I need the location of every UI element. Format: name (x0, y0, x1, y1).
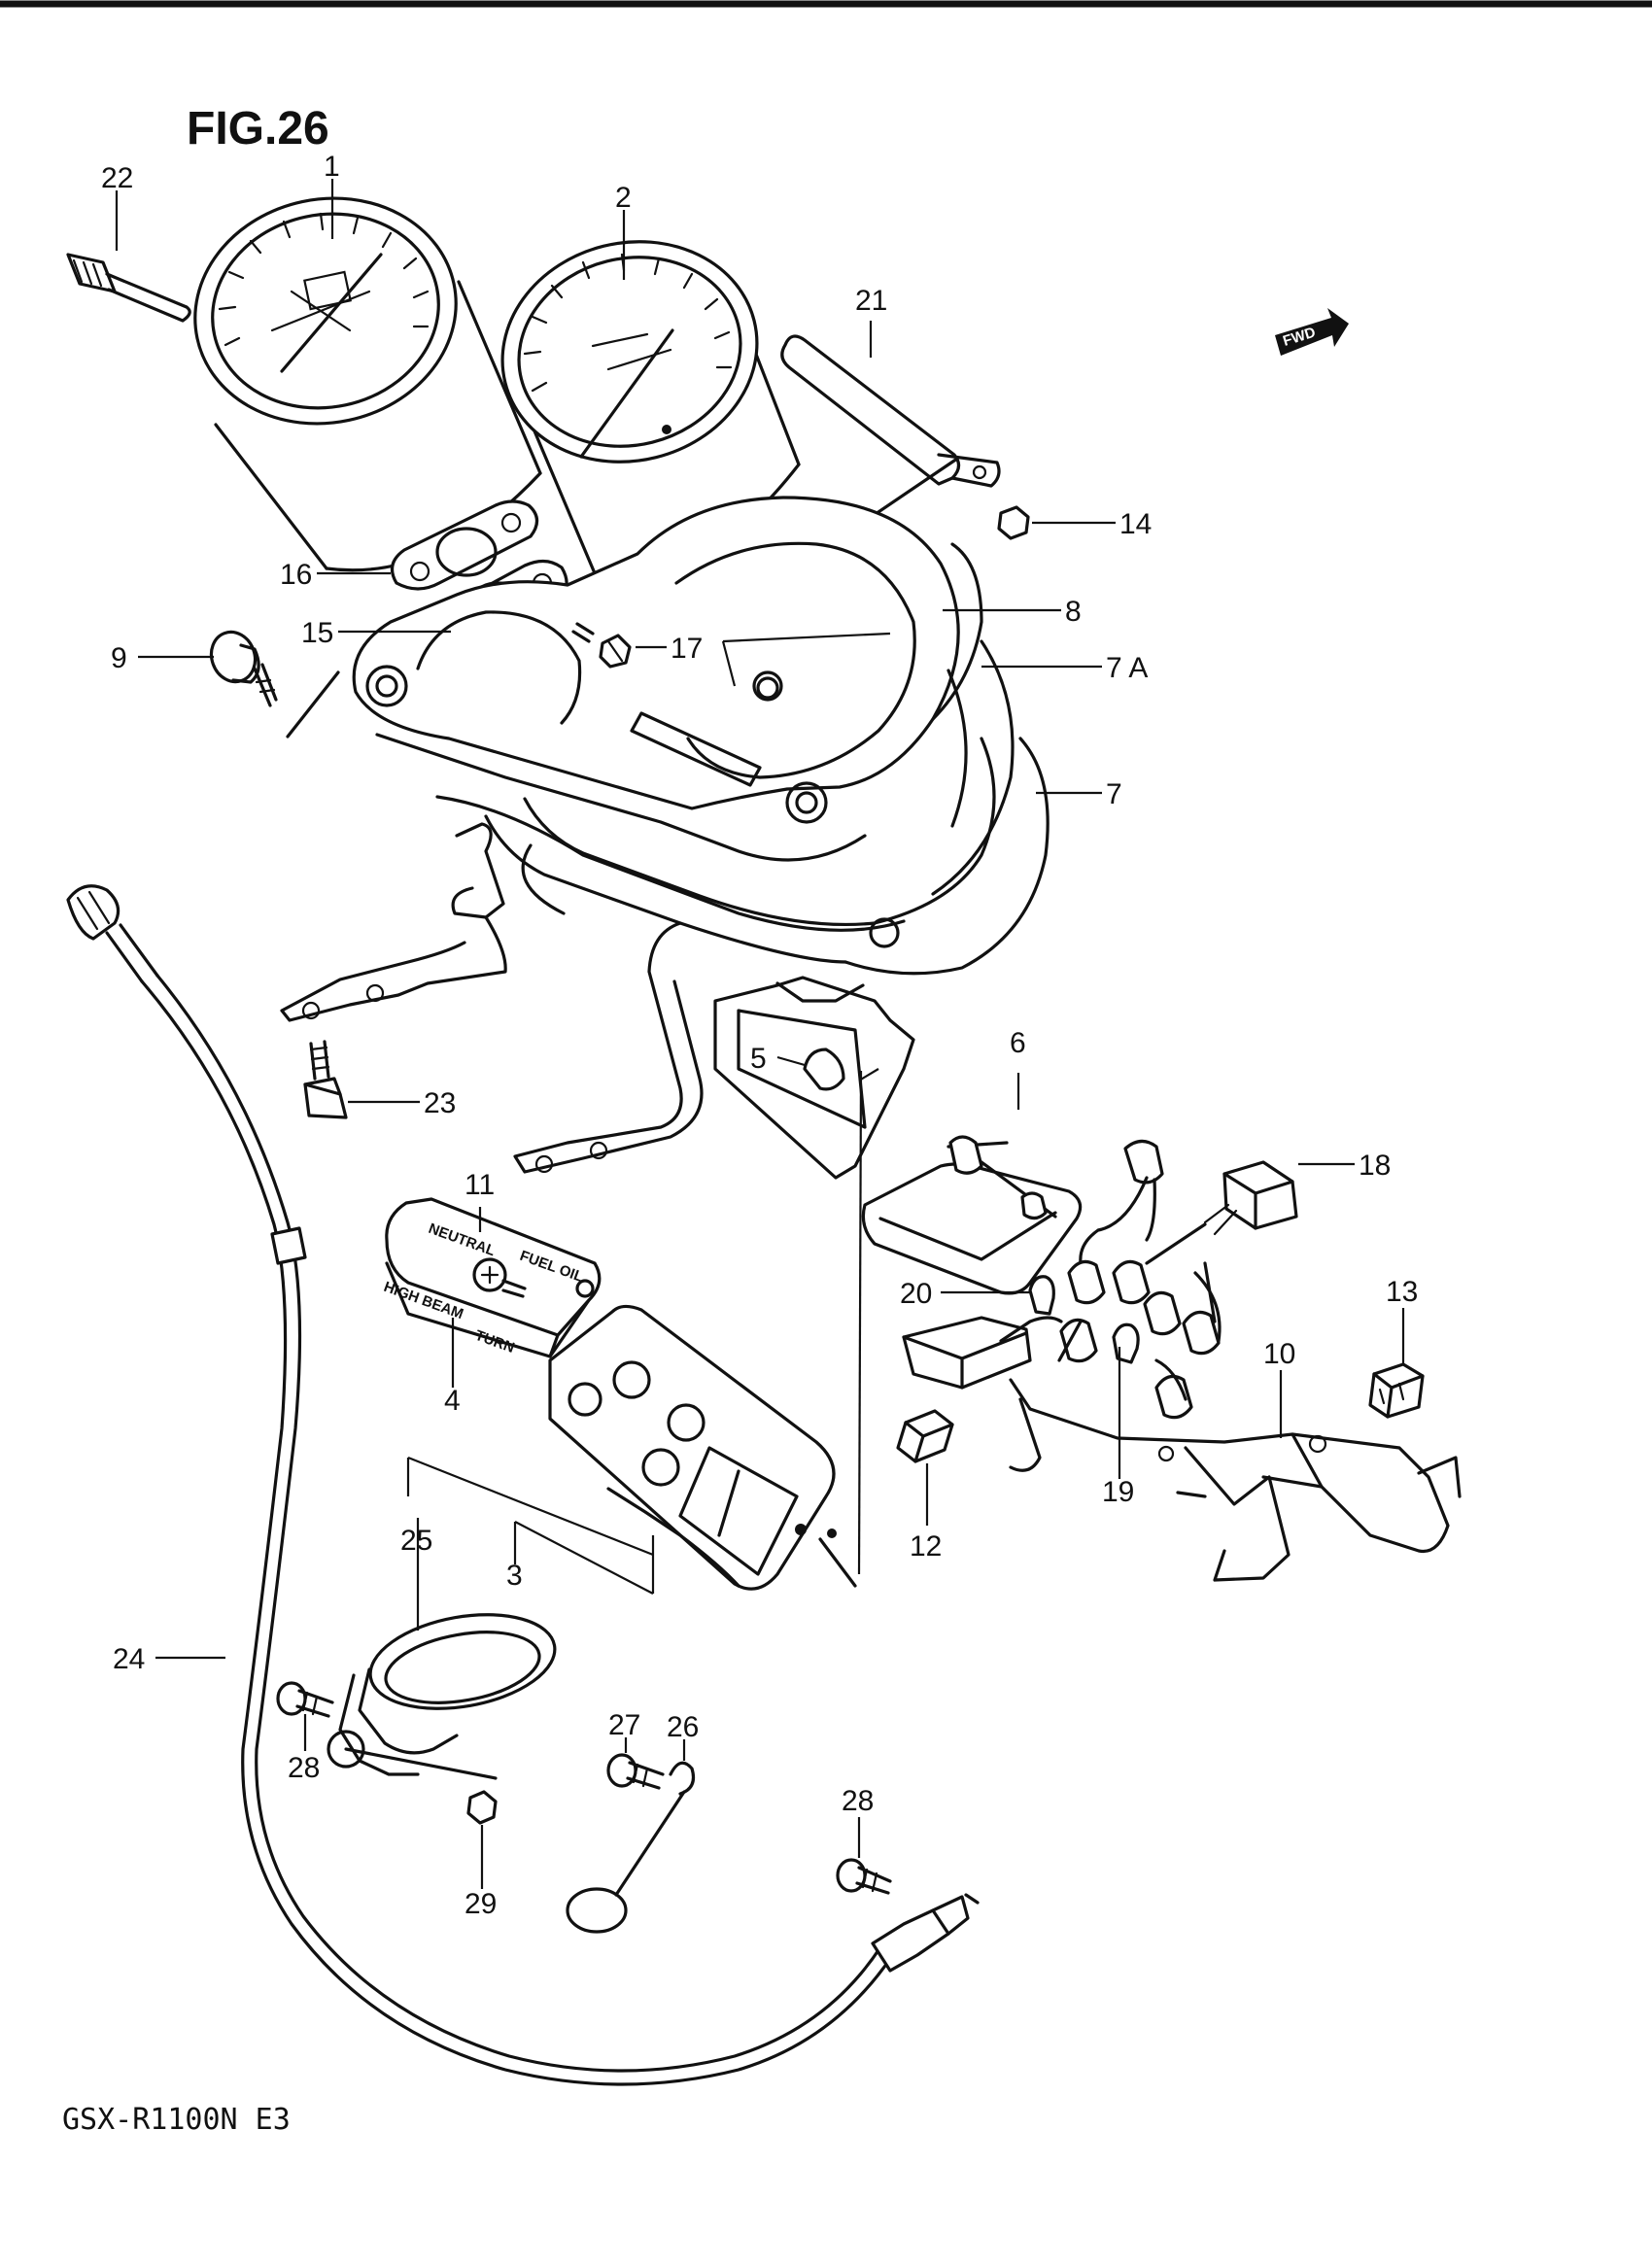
callout-7a: 7 A (1106, 652, 1148, 684)
callout-22: 22 (101, 162, 133, 194)
part-7a-case-inner (435, 639, 1015, 932)
callout-6: 6 (1010, 1027, 1026, 1059)
part-28-screw-b (836, 1858, 892, 1895)
part-9-knob (209, 630, 340, 738)
leader-lines (115, 179, 1405, 1889)
callout-24: 24 (113, 1643, 145, 1675)
part-14-nut (997, 505, 1030, 540)
part-13-connector (1368, 1362, 1425, 1419)
callout-7: 7 (1106, 778, 1122, 810)
harness-connector-block (902, 1316, 1063, 1390)
callout-23: 23 (424, 1087, 456, 1119)
callout-25: 25 (400, 1525, 432, 1557)
callout-27: 27 (608, 1709, 640, 1741)
callout-18: 18 (1359, 1150, 1391, 1182)
callout-1: 1 (324, 151, 340, 183)
callout-12: 12 (910, 1530, 942, 1563)
callout-2: 2 (615, 182, 632, 214)
part-4-indicator-panel: NEUTRAL FUEL OIL HIGH BEAM TURN (382, 1197, 602, 1358)
part-3-lens-block (548, 1304, 857, 1591)
callout-4: 4 (444, 1385, 461, 1417)
callout-16: 16 (280, 559, 312, 591)
part-22-cable-fitting (66, 253, 191, 323)
callout-labels: 22 1 2 21 14 16 15 9 17 8 7 A 7 23 5 6 1… (101, 151, 1418, 1920)
callout-15: 15 (301, 617, 333, 649)
part-7-case-base (484, 737, 1050, 976)
meter-bracket (280, 822, 704, 1174)
part-29-nut (466, 1790, 498, 1825)
callout-26: 26 (667, 1711, 699, 1743)
callout-13: 13 (1386, 1276, 1418, 1308)
fwd-arrow-icon: FWD (1275, 308, 1349, 356)
callout-11: 11 (465, 1169, 495, 1201)
callout-8: 8 (1065, 596, 1082, 628)
callout-20: 20 (900, 1278, 932, 1310)
part-24-meter-cable (66, 884, 980, 2086)
part-6-lamp-holder (861, 1135, 1083, 1295)
label-turn: TURN (473, 1327, 517, 1357)
callout-10: 10 (1263, 1338, 1295, 1370)
part-10-bracket (1009, 1378, 1462, 1582)
callout-17: 17 (671, 633, 703, 665)
callout-5: 5 (750, 1043, 767, 1075)
part-1-tachometer (193, 196, 542, 572)
callout-9: 9 (111, 642, 127, 674)
part-26-washer (566, 1761, 696, 1934)
figure-title: FIG.26 (187, 103, 329, 155)
part-indicator-base (713, 976, 915, 1180)
part-17-screws (571, 622, 779, 700)
part-23-bolt (303, 1040, 348, 1119)
callout-3: 3 (506, 1560, 523, 1592)
model-code: GSX-R1100N E3 (62, 2103, 291, 2137)
part-25-cable-clamp (327, 1613, 557, 1780)
callout-21: 21 (855, 285, 887, 317)
part-12-connector (896, 1409, 954, 1463)
callout-28-a: 28 (288, 1752, 320, 1784)
part-8-case-cover (352, 496, 983, 862)
part-18-connector (1203, 1160, 1298, 1236)
callout-28-b: 28 (842, 1785, 874, 1817)
callout-29: 29 (465, 1888, 497, 1920)
part-27-screw (606, 1753, 665, 1790)
callout-19: 19 (1102, 1476, 1134, 1508)
part-28-screw-a (276, 1681, 334, 1718)
harness-sockets (1057, 1139, 1222, 1420)
part-16-gasket (390, 499, 539, 591)
callout-14: 14 (1119, 508, 1152, 540)
